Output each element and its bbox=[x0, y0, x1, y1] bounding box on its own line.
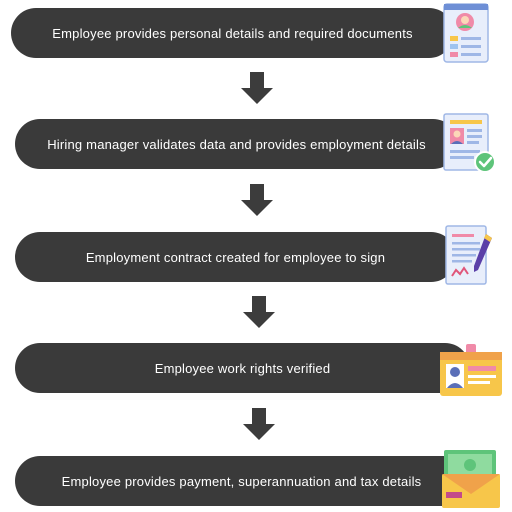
step-4-pill: Employee work rights verified bbox=[15, 343, 470, 393]
step-4-label: Employee work rights verified bbox=[154, 360, 331, 376]
down-arrow-icon bbox=[241, 72, 273, 104]
step-3-pill: Employment contract created for employee… bbox=[15, 232, 456, 282]
down-arrow-icon bbox=[241, 184, 273, 216]
profile-document-icon bbox=[443, 3, 489, 63]
id-badge-icon bbox=[440, 344, 502, 396]
step-3-label: Employment contract created for employee… bbox=[85, 249, 386, 265]
down-arrow-icon bbox=[243, 296, 275, 328]
contract-pen-icon bbox=[445, 225, 492, 285]
verified-profile-icon bbox=[443, 113, 496, 173]
step-5-label: Employee provides payment, superannuatio… bbox=[61, 473, 422, 489]
step-2-label: Hiring manager validates data and provid… bbox=[47, 136, 426, 152]
step-2-pill: Hiring manager validates data and provid… bbox=[15, 119, 458, 169]
step-1-pill: Employee provides personal details and r… bbox=[11, 8, 454, 58]
step-5-pill: Employee provides payment, superannuatio… bbox=[15, 456, 468, 506]
down-arrow-icon bbox=[243, 408, 275, 440]
money-envelope-icon bbox=[442, 450, 500, 508]
step-1-label: Employee provides personal details and r… bbox=[52, 25, 413, 41]
